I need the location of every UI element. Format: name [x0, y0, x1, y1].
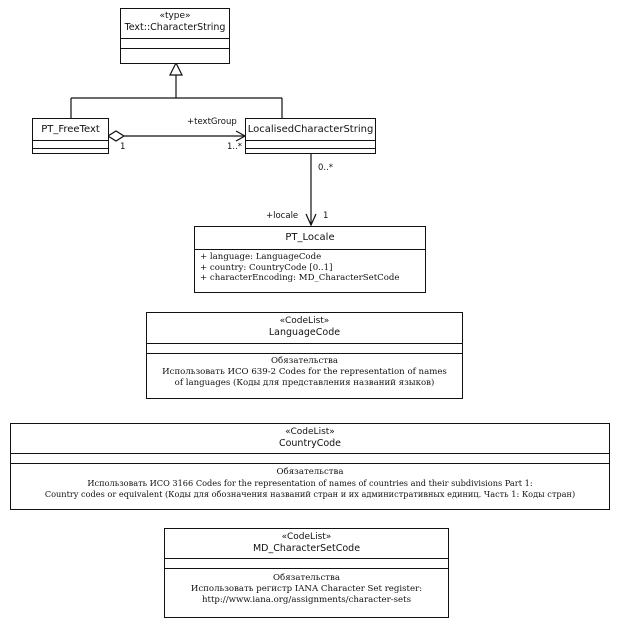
- attribute-compartment: [121, 38, 229, 48]
- constraint-compartment: Обязательства Использовать ИСО 3166 Code…: [11, 463, 609, 509]
- class-text-characterstring: «type» Text::CharacterString: [120, 8, 230, 64]
- locale-association: [305, 154, 317, 227]
- stereotype: «type»: [159, 11, 191, 21]
- operation-compartment: [121, 48, 229, 63]
- class-name: PT_Locale: [285, 232, 335, 243]
- attribute-compartment: [246, 140, 375, 148]
- attribute-compartment: [11, 453, 609, 463]
- constraint-line: http://www.iana.org/assignments/characte…: [201, 595, 412, 605]
- aggregation-diamond: [106, 130, 126, 142]
- class-name: LanguageCode: [268, 327, 341, 338]
- operation-compartment: [246, 148, 375, 153]
- attribute-character-encoding: + characterEncoding: MD_CharacterSetCode: [200, 273, 400, 283]
- class-name: CountryCode: [278, 438, 342, 449]
- constraint-line: Использовать ИСО 639-2 Codes for the rep…: [162, 367, 447, 377]
- attribute-compartment: + language: LanguageCode + country: Coun…: [195, 249, 425, 292]
- text-group-target-multiplicity: 1..*: [227, 142, 243, 152]
- class-name: Text::CharacterString: [124, 22, 226, 33]
- class-pt-freetext: PT_FreeText: [32, 118, 109, 154]
- constraint-line: Использовать регистр IANA Character Set …: [190, 584, 423, 594]
- locale-target-multiplicity: 1: [323, 211, 329, 221]
- attribute-compartment: [165, 558, 448, 568]
- locale-role-label: +locale: [266, 211, 299, 221]
- text-group-source-multiplicity: 1: [120, 142, 126, 152]
- codelist-language-code: «CodeList» LanguageCode Обязательства Ис…: [146, 312, 463, 399]
- stereotype: «CodeList»: [285, 427, 335, 437]
- constraint-compartment: Обязательства Использовать регистр IANA …: [165, 568, 448, 617]
- class-pt-locale: PT_Locale + language: LanguageCode + cou…: [194, 226, 426, 293]
- stereotype: «CodeList»: [279, 316, 330, 326]
- locale-source-multiplicity: 0..*: [318, 163, 334, 173]
- constraint-line: Country codes or equivalent (Коды для об…: [44, 489, 576, 499]
- open-arrowhead: [305, 213, 317, 227]
- constraint-heading: Обязательства: [271, 356, 338, 366]
- operation-compartment: [33, 148, 108, 153]
- codelist-country-code: «CodeList» CountryCode Обязательства Исп…: [10, 423, 610, 510]
- class-name: LocalisedCharacterString: [247, 124, 374, 135]
- generalization-arrowhead: [169, 61, 183, 76]
- constraint-heading: Обязательства: [276, 467, 344, 477]
- constraint-compartment: Обязательства Использовать ИСО 639-2 Cod…: [147, 353, 462, 398]
- attribute-compartment: [33, 140, 108, 148]
- constraint-heading: Обязательства: [273, 573, 340, 583]
- text-group-role-label: +textGroup: [187, 117, 237, 127]
- class-name: PT_FreeText: [41, 124, 100, 135]
- class-name: MD_CharacterSetCode: [252, 543, 361, 554]
- codelist-md-character-set-code: «CodeList» MD_CharacterSetCode Обязатель…: [164, 528, 449, 618]
- attribute-country: + country: CountryCode [0..1]: [200, 262, 333, 273]
- generalization-connector: [70, 61, 283, 118]
- stereotype: «CodeList»: [281, 532, 332, 542]
- constraint-line: Использовать ИСО 3166 Codes for the repr…: [87, 478, 533, 488]
- class-localised-character-string: LocalisedCharacterString: [245, 118, 376, 154]
- attribute-compartment: [147, 343, 462, 353]
- attribute-language: + language: LanguageCode: [200, 252, 322, 262]
- constraint-line: of languages (Коды для представления наз…: [174, 378, 435, 388]
- text-group-association: [106, 130, 247, 142]
